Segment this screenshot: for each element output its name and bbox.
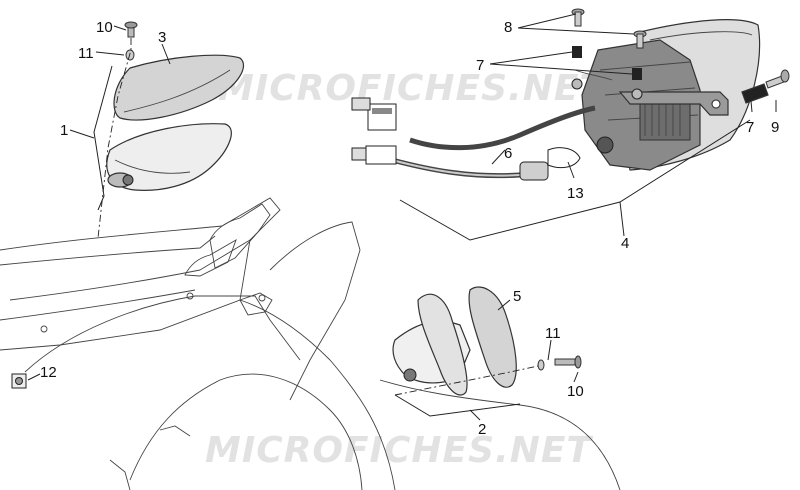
indicator-stud	[122, 174, 134, 186]
rear-turn-indicator-assembly	[392, 286, 582, 417]
callout-3: 4	[621, 235, 629, 252]
rear-fairing-outline	[0, 197, 621, 490]
callout-4: 3	[158, 29, 166, 46]
callout-9: 9	[771, 119, 779, 136]
tail-light-connector	[596, 136, 614, 154]
bulb-holder-part-13[interactable]	[519, 147, 581, 181]
callout-12: 12	[40, 364, 57, 381]
callout-labels: 10 11 3 1 8 7 7 9 6 13 4 5 11 10 12 2	[40, 19, 779, 438]
screw-part-10-top[interactable]	[124, 21, 138, 38]
rear-indicator-reflector[interactable]	[417, 293, 468, 396]
callout-7-right: 7	[746, 119, 754, 136]
callout-11-bottom: 11	[545, 325, 561, 342]
callout-7-top: 7	[476, 57, 484, 74]
callout-8: 8	[504, 19, 512, 36]
cable-part-6-upper	[409, 105, 596, 151]
watermark-bottom: MICROFICHES.NET	[205, 430, 593, 471]
tail-light-bracket	[618, 91, 729, 116]
watermark-top: MICROFICHES.NET	[218, 68, 606, 109]
nut-part-7-top[interactable]	[572, 46, 582, 58]
callout-6: 6	[504, 145, 512, 162]
callout-1: 1	[60, 122, 68, 139]
callout-11-top: 11	[78, 45, 94, 62]
callout-10-top: 10	[96, 19, 113, 36]
screw-part-10-bottom[interactable]	[554, 355, 582, 369]
connector-plug-lower[interactable]	[351, 145, 397, 165]
leader-lines	[27, 13, 777, 421]
lens-part-5[interactable]	[468, 286, 517, 388]
lens-part-4[interactable]	[113, 54, 245, 121]
callout-13: 13	[567, 185, 584, 202]
washer-part-11-bottom[interactable]	[537, 359, 545, 371]
screw-part-8-a[interactable]	[571, 8, 585, 27]
nut-part-7-mid[interactable]	[632, 68, 642, 80]
nut-part-12[interactable]	[11, 373, 27, 389]
tail-light-assembly	[351, 8, 790, 241]
callout-5: 5	[513, 288, 521, 305]
front-turn-indicator-assembly	[93, 21, 245, 239]
connector-plug-upper[interactable]	[351, 97, 397, 131]
callout-2: 2	[478, 421, 486, 438]
spacer-part-7-right[interactable]	[741, 83, 769, 104]
callout-10-bottom: 10	[567, 383, 584, 400]
screw-part-9[interactable]	[765, 69, 790, 89]
